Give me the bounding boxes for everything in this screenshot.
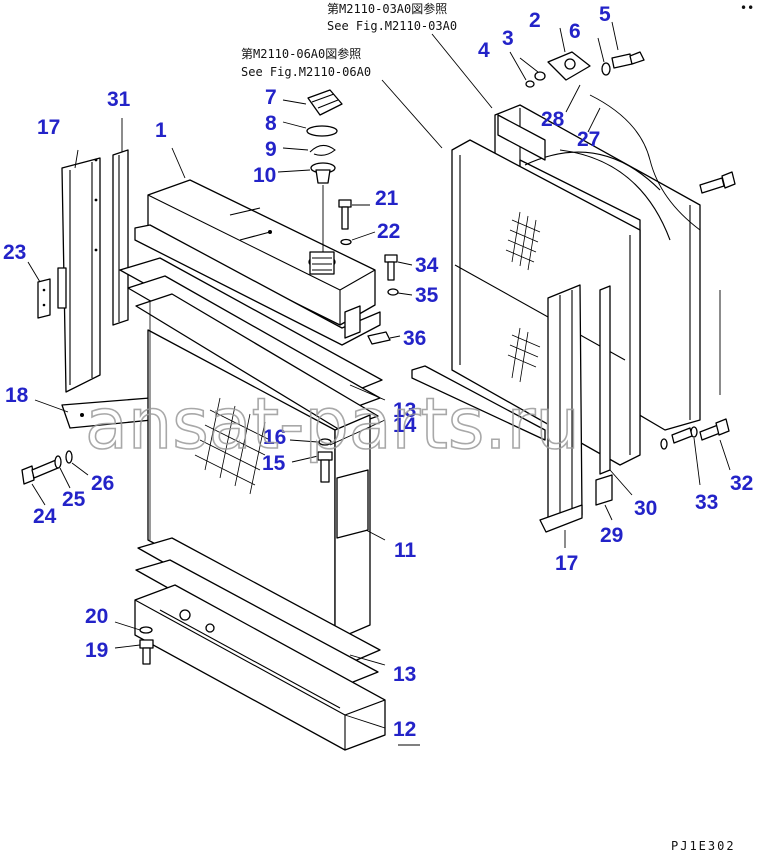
callout-1: 1 bbox=[155, 119, 167, 142]
reference-a-jp: 第M2110-03A0図参照 bbox=[327, 1, 447, 16]
bolt-shroud-top bbox=[699, 171, 736, 194]
bracket-2 bbox=[547, 51, 591, 81]
leader-lines bbox=[27, 21, 731, 746]
callout-29: 29 bbox=[600, 524, 623, 547]
callout-7: 7 bbox=[265, 86, 277, 109]
callout-5: 5 bbox=[599, 3, 611, 26]
retainer-ring bbox=[309, 144, 336, 156]
washer-6 bbox=[601, 62, 611, 76]
bolt-24 bbox=[21, 459, 59, 485]
callout-13-lower: 13 bbox=[393, 663, 416, 686]
callout-21: 21 bbox=[375, 187, 399, 210]
washer-33b bbox=[660, 438, 668, 450]
filler-neck bbox=[310, 162, 336, 184]
callout-6: 6 bbox=[569, 20, 581, 43]
reference-a-en: See Fig.M2110-03A0 bbox=[327, 19, 457, 33]
callout-20: 20 bbox=[85, 605, 108, 628]
upper-gaskets bbox=[119, 257, 383, 431]
callout-32: 32 bbox=[730, 472, 753, 495]
side-bracket-left bbox=[57, 157, 101, 393]
callout-26: 26 bbox=[91, 472, 114, 495]
bolt-right-upper bbox=[671, 427, 693, 444]
washer-22 bbox=[340, 238, 352, 246]
cap-gasket bbox=[306, 125, 338, 137]
callout-36: 36 bbox=[403, 327, 426, 350]
cross-channel bbox=[411, 365, 546, 441]
reference-b-en: See Fig.M2110-06A0 bbox=[241, 65, 371, 79]
callout-13-upper: 13 bbox=[393, 399, 416, 422]
callout-12: 12 bbox=[393, 718, 416, 741]
plate-36 bbox=[367, 331, 391, 345]
callout-17-left: 17 bbox=[37, 116, 60, 139]
upper-tank bbox=[134, 179, 381, 346]
washer-35 bbox=[387, 288, 399, 296]
callout-10: 10 bbox=[253, 164, 276, 187]
bolt-21 bbox=[338, 199, 352, 230]
radiator-cap bbox=[307, 89, 343, 116]
callout-25: 25 bbox=[62, 488, 86, 511]
corner-mark: •• bbox=[740, 1, 754, 15]
callout-labels: 1 2 3 4 5 6 7 8 9 10 11 12 13 13 14 15 1… bbox=[3, 3, 753, 741]
callout-33: 33 bbox=[695, 491, 718, 514]
callout-27: 27 bbox=[577, 128, 600, 151]
rubber-strip bbox=[112, 149, 129, 326]
radiator-guard-panel bbox=[451, 139, 641, 466]
callout-34: 34 bbox=[415, 254, 439, 277]
seal-plate bbox=[37, 278, 51, 319]
callout-11: 11 bbox=[394, 539, 417, 562]
callout-23: 23 bbox=[3, 241, 26, 264]
callout-15: 15 bbox=[262, 452, 286, 475]
callout-4: 4 bbox=[478, 39, 490, 62]
callout-17-right: 17 bbox=[555, 552, 578, 575]
bolt-34 bbox=[384, 254, 398, 281]
reference-b-jp: 第M2110-06A0図参照 bbox=[241, 46, 361, 61]
callout-22: 22 bbox=[377, 220, 400, 243]
bolt-19 bbox=[139, 639, 154, 665]
washer-4 bbox=[525, 80, 535, 88]
lower-gaskets bbox=[135, 537, 381, 687]
ring-3 bbox=[534, 71, 546, 81]
callout-16: 16 bbox=[263, 426, 286, 449]
callout-35: 35 bbox=[415, 284, 439, 307]
callout-24: 24 bbox=[33, 505, 57, 528]
bolt-5 bbox=[611, 51, 645, 69]
strip-30 bbox=[599, 285, 611, 475]
callout-19: 19 bbox=[85, 639, 108, 662]
figure-code: PJ1E302 bbox=[671, 839, 736, 853]
callout-30: 30 bbox=[634, 497, 657, 520]
callout-3: 3 bbox=[502, 27, 514, 50]
callout-9: 9 bbox=[265, 138, 277, 161]
reference-a-leader bbox=[431, 33, 493, 109]
callout-14: 14 bbox=[393, 414, 417, 437]
watermark: ansat-parts.ru bbox=[85, 383, 580, 465]
seal-plate-28 bbox=[497, 114, 546, 161]
strip-29 bbox=[595, 474, 613, 506]
washer-20 bbox=[139, 626, 153, 634]
callout-31: 31 bbox=[107, 88, 131, 111]
callout-18: 18 bbox=[5, 384, 29, 407]
washer-16 bbox=[318, 438, 332, 446]
callout-2: 2 bbox=[529, 9, 541, 32]
washer-25 bbox=[54, 455, 62, 469]
callout-8: 8 bbox=[265, 112, 277, 135]
bolt-32 bbox=[699, 418, 730, 441]
hose-27 bbox=[589, 94, 701, 231]
side-bracket-right bbox=[539, 284, 583, 533]
callout-28: 28 bbox=[541, 108, 565, 131]
washer-26 bbox=[65, 450, 73, 464]
reference-b-leader bbox=[381, 79, 443, 149]
